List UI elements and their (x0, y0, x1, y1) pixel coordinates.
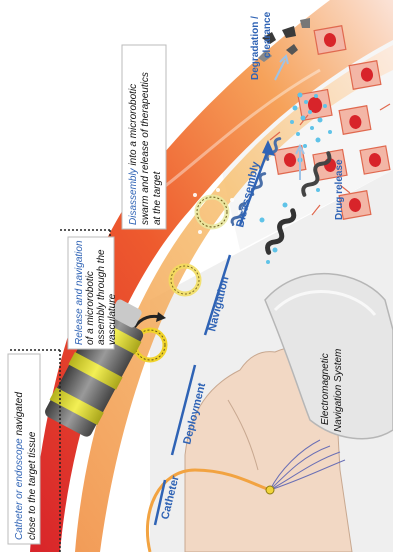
caption-catheter-lead: Catheter or endoscope (14, 438, 25, 540)
label-ems-line1: Electromagnetic (320, 353, 331, 425)
caption-disassembly-lead: Disassembly (128, 167, 139, 225)
caption-disassembly-line2: swarm and release of therapeutics (140, 72, 151, 225)
tissue-cell (349, 61, 381, 89)
caption-release: Release and navigation of a microrobotic… (68, 237, 118, 349)
caption-disassembly-line3: at the target (152, 170, 163, 225)
caption-release-line4: vasculature (107, 293, 118, 345)
tissue-cell (360, 146, 390, 174)
caption-release-line3: assembly through the (96, 249, 107, 345)
svg-text:Catheter or endoscope navigate: Catheter or endoscope navigated (14, 392, 25, 540)
label-degradation-line1: Degradation / (250, 16, 261, 80)
tissue-cell (339, 106, 371, 134)
label-ems-line2: Navigation System (333, 349, 344, 432)
label-degradation-line2: clearance (262, 11, 273, 58)
caption-disassembly-rest: into a microrobotic (128, 84, 139, 168)
caption-catheter-rest: navigated (14, 392, 25, 439)
caption-release-line2: of a microrobotic (85, 271, 96, 345)
tissue-cell (314, 26, 346, 54)
caption-catheter-line2: close to the target tissue (27, 431, 38, 540)
caption-release-lead: Release and navigation (74, 240, 85, 345)
caption-disassembly: Disassembly into a microrobotic swarm an… (122, 45, 166, 229)
caption-catheter: Catheter or endoscope navigated close to… (8, 354, 40, 544)
label-drug-release: Drug release (334, 159, 345, 220)
svg-text:Disassembly into a microroboti: Disassembly into a microrobotic (128, 84, 139, 225)
